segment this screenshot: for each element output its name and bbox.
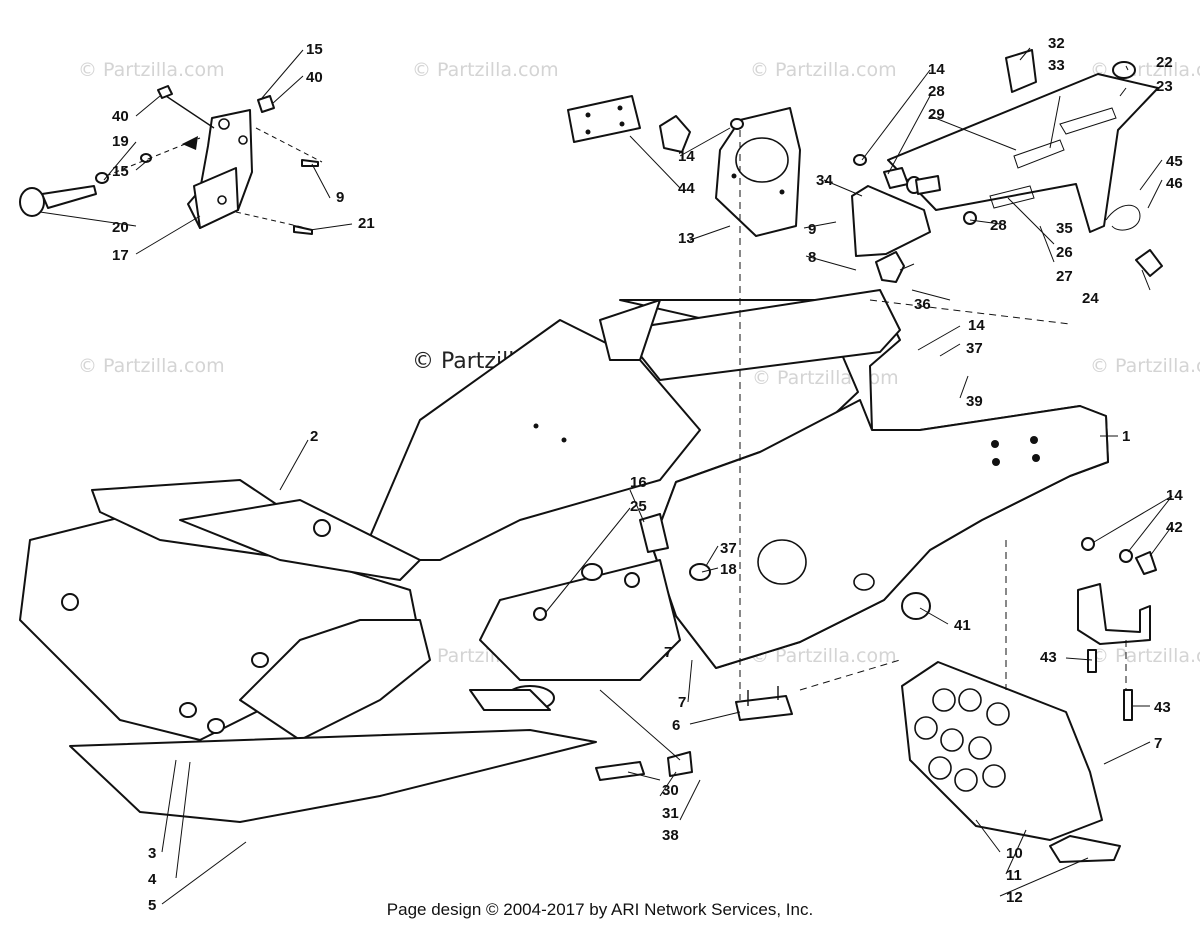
callout-8: 8 xyxy=(808,249,816,266)
callout-38: 38 xyxy=(662,827,679,844)
callout-12: 12 xyxy=(1006,889,1023,906)
callout-24: 24 xyxy=(1082,290,1099,307)
callout-14: 14 xyxy=(678,148,695,165)
callout-36: 36 xyxy=(914,296,931,313)
main-frame-tunnel xyxy=(619,289,1109,669)
callout-labels: 1 2 3 4 5 6 7 7 7 8 9 9 10 11 12 13 14 1… xyxy=(112,35,1183,914)
leader-lines xyxy=(39,47,1173,905)
callout-1: 1 xyxy=(1122,428,1130,445)
callout-43: 43 xyxy=(1154,699,1171,716)
footer-copyright: Page design © 2004-2017 by ARI Network S… xyxy=(386,900,814,919)
callout-7: 7 xyxy=(678,694,686,711)
callout-13: 13 xyxy=(678,230,695,247)
watermark-text: © Partzilla.com xyxy=(1090,355,1200,377)
callout-4: 4 xyxy=(148,871,157,888)
callout-22: 22 xyxy=(1156,54,1173,71)
callout-14: 14 xyxy=(1166,487,1183,504)
watermark-text: © Partzilla.com xyxy=(1090,645,1200,667)
callout-7: 7 xyxy=(664,644,672,661)
callout-32: 32 xyxy=(1048,35,1065,52)
callout-45: 45 xyxy=(1166,153,1183,170)
callout-16: 16 xyxy=(630,474,647,491)
callout-23: 23 xyxy=(1156,78,1173,95)
callout-28: 28 xyxy=(928,83,945,100)
watermark-text: © Partzilla.com xyxy=(78,59,225,81)
callout-17: 17 xyxy=(112,247,129,264)
callout-34: 34 xyxy=(816,172,833,189)
watermark-text: © Partzilla.com xyxy=(752,367,899,389)
callout-43: 43 xyxy=(1040,649,1057,666)
callout-29: 29 xyxy=(928,106,945,123)
callout-2: 2 xyxy=(310,428,318,445)
callout-28: 28 xyxy=(990,217,1007,234)
rear-bumper-assembly-upper-right xyxy=(851,49,1163,283)
callout-14: 14 xyxy=(968,317,985,334)
callout-41: 41 xyxy=(954,617,971,634)
watermark-text: © Partzilla.com xyxy=(750,645,897,667)
callout-33: 33 xyxy=(1048,57,1065,74)
callout-37: 37 xyxy=(966,340,983,357)
callout-19: 19 xyxy=(112,133,129,150)
callout-15: 15 xyxy=(112,163,129,180)
callout-7: 7 xyxy=(1154,735,1162,752)
callout-14: 14 xyxy=(928,61,945,78)
callout-26: 26 xyxy=(1056,244,1073,261)
callout-35: 35 xyxy=(1056,220,1073,237)
callout-20: 20 xyxy=(112,219,129,236)
belly-pan xyxy=(69,729,597,823)
callout-42: 42 xyxy=(1166,519,1183,536)
callout-44: 44 xyxy=(678,180,695,197)
plate-assembly-upper-center xyxy=(567,95,801,237)
watermark-text: © Partzilla.com xyxy=(78,355,225,377)
front-frame xyxy=(19,299,701,741)
callout-27: 27 xyxy=(1056,268,1073,285)
small-parts-center xyxy=(533,513,931,781)
callout-15: 15 xyxy=(306,41,323,58)
callout-46: 46 xyxy=(1166,175,1183,192)
watermark-text: © Partzilla.com xyxy=(412,59,559,81)
callout-11: 11 xyxy=(1006,867,1022,884)
callout-25: 25 xyxy=(630,498,647,515)
callout-18: 18 xyxy=(720,561,737,578)
callout-9: 9 xyxy=(808,221,816,238)
callout-30: 30 xyxy=(662,782,679,799)
callout-39: 39 xyxy=(966,393,983,410)
callout-40: 40 xyxy=(306,69,323,86)
callout-6: 6 xyxy=(672,717,680,734)
callout-10: 10 xyxy=(1006,845,1023,862)
callout-5: 5 xyxy=(148,897,156,914)
callout-40: 40 xyxy=(112,108,129,125)
bracket-assembly-upper-left xyxy=(19,85,323,235)
callout-37: 37 xyxy=(720,540,737,557)
callout-21: 21 xyxy=(358,215,375,232)
callout-9: 9 xyxy=(336,189,344,206)
watermark-text: © Partzilla.com xyxy=(750,59,897,81)
callout-3: 3 xyxy=(148,845,156,862)
callout-31: 31 xyxy=(662,805,679,822)
skid-plate-lower-right xyxy=(901,537,1157,863)
